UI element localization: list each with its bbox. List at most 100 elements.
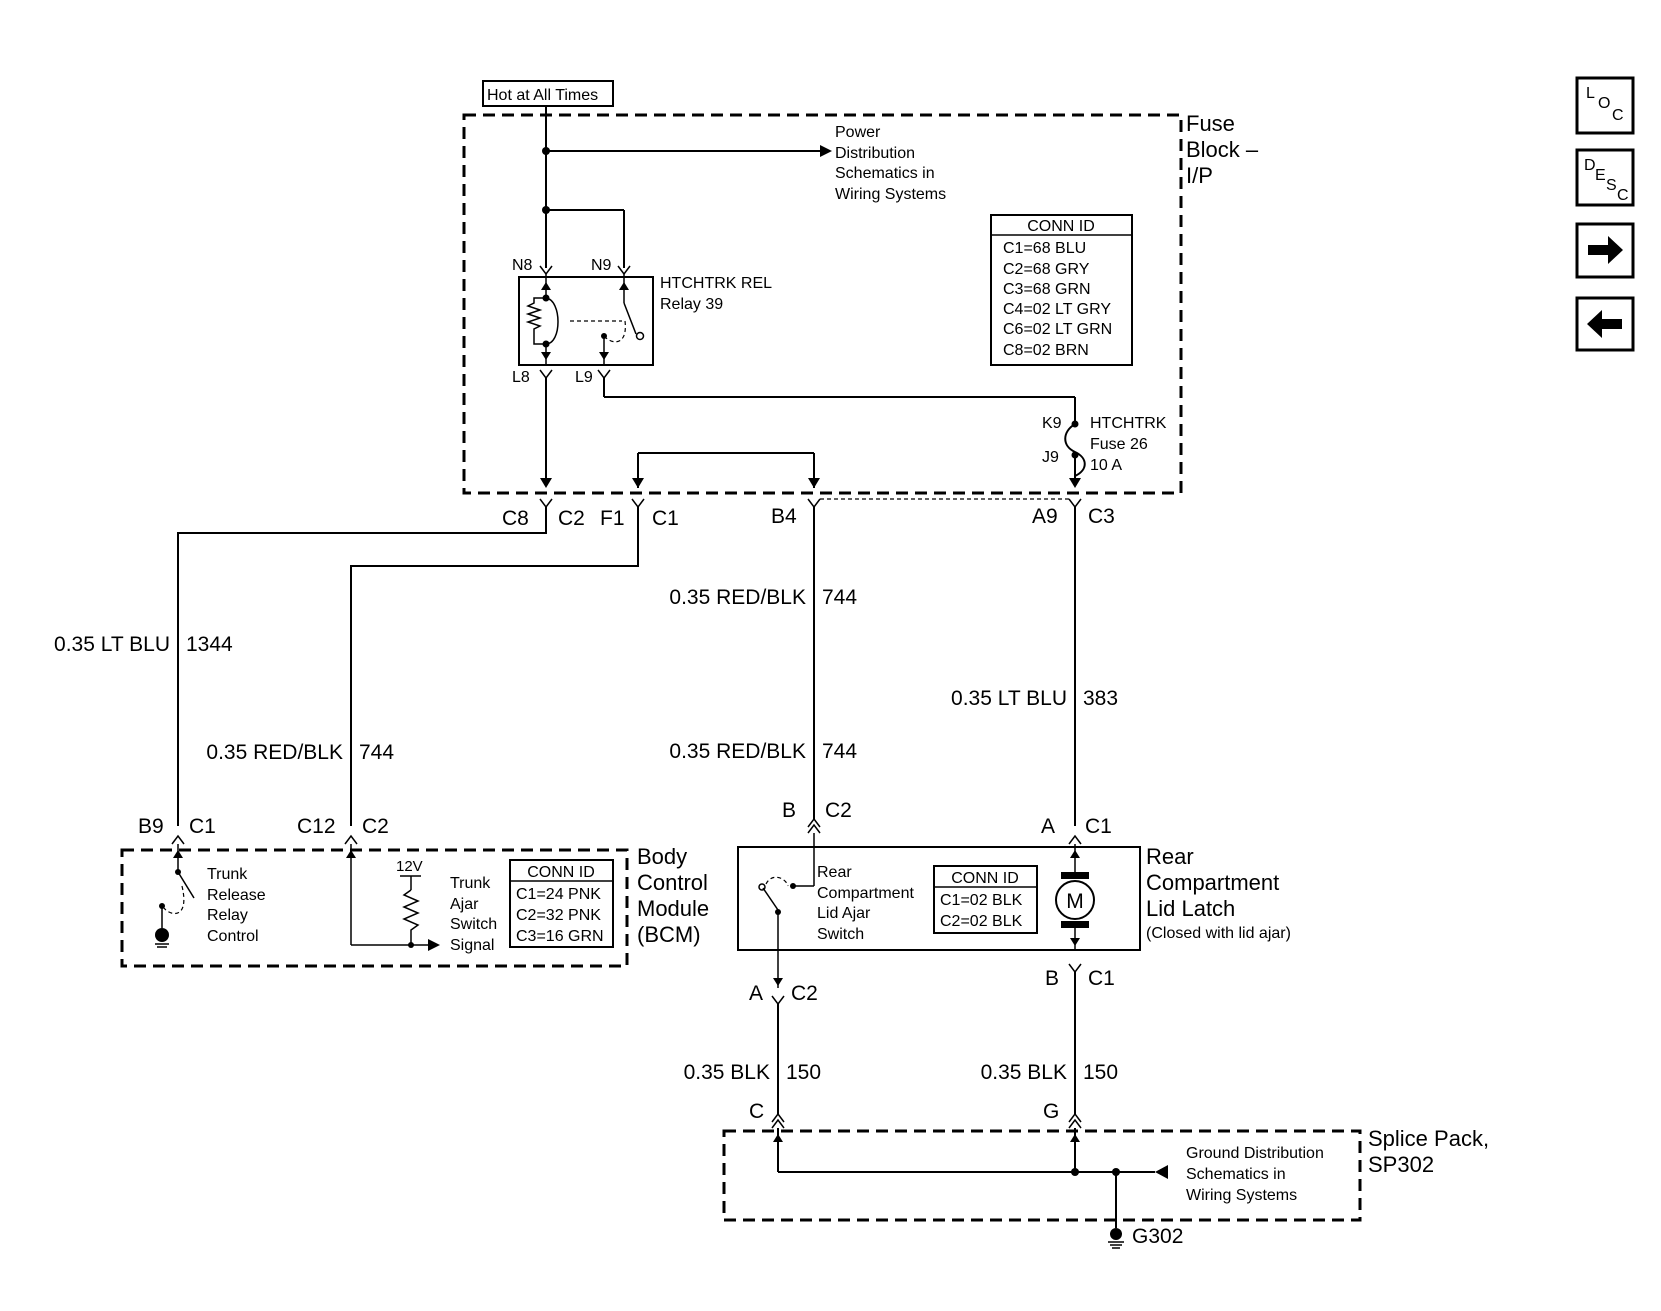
svg-text:0.35 RED/BLK: 0.35 RED/BLK (206, 741, 343, 764)
svg-text:Lid Ajar: Lid Ajar (817, 905, 871, 922)
wire-383: 0.35 LT BLU 383 (951, 507, 1118, 826)
relay-number: Relay 39 (660, 296, 723, 313)
svg-text:Splice Pack,: Splice Pack, (1368, 1126, 1489, 1151)
svg-text:C2=32 PNK: C2=32 PNK (516, 907, 601, 924)
arrow-left-icon (1155, 1165, 1168, 1179)
ground-distribution-ref: Ground Distribution Schematics in Wiring… (1186, 1145, 1324, 1204)
conn-c3: C3 (1088, 505, 1115, 528)
latch-conn-c1-bottom: C1 (1088, 967, 1115, 990)
svg-text:Lid Latch: Lid Latch (1146, 896, 1235, 921)
svg-text:C: C (1612, 107, 1624, 124)
svg-text:Schematics in: Schematics in (835, 165, 935, 182)
svg-text:Switch: Switch (817, 926, 864, 943)
svg-text:Module: Module (637, 896, 709, 921)
svg-text:0.35 LT BLU: 0.35 LT BLU (54, 633, 170, 656)
desc-icon: D (1584, 157, 1596, 174)
svg-text:E: E (1595, 167, 1606, 184)
ground-g302-icon (1110, 1228, 1122, 1240)
svg-text:744: 744 (822, 586, 857, 609)
svg-text:Signal: Signal (450, 937, 494, 954)
svg-text:C2=02 BLK: C2=02 BLK (940, 913, 1023, 930)
latch-conn-id-table: CONN ID C1=02 BLK C2=02 BLK (933, 865, 1038, 934)
svg-text:CONN ID: CONN ID (951, 870, 1019, 887)
relay-switch-icon (623, 302, 637, 335)
arrow-right-icon (1588, 236, 1623, 264)
splice-pin-c: C (749, 1100, 764, 1123)
pin-b4: B4 (771, 505, 797, 528)
loc-button[interactable]: L O C (1575, 76, 1635, 135)
pullup-resistor-icon (402, 889, 420, 945)
svg-text:Rear: Rear (817, 864, 852, 881)
svg-text:C6=02 LT GRN: C6=02 LT GRN (1003, 321, 1112, 338)
wire-744-latch: 0.35 RED/BLK 744 0.35 RED/BLK 744 (669, 507, 857, 820)
bcm-pin-b9: B9 (138, 815, 164, 838)
svg-text:Body: Body (637, 844, 687, 869)
splice-pack-sp302: C G Splice Pack, SP302 Ground Distributi… (722, 1100, 1489, 1249)
next-button[interactable] (1575, 222, 1635, 279)
loc-icon: L (1586, 85, 1595, 102)
fuse-block-connectors: C8 C2 F1 C1 B4 A9 C3 (502, 498, 1115, 530)
bcm-conn-c2: C2 (362, 815, 389, 838)
svg-text:Relay: Relay (207, 907, 248, 924)
splice-pin-g: G (1043, 1100, 1059, 1123)
pin-l9: L9 (575, 369, 593, 386)
svg-text:Compartment: Compartment (1146, 870, 1279, 895)
pin-n8: N8 (512, 257, 533, 274)
relay-name: HTCHTRK REL (660, 275, 772, 292)
svg-text:C1=24 PNK: C1=24 PNK (516, 886, 601, 903)
back-button[interactable] (1575, 296, 1635, 352)
svg-text:150: 150 (786, 1061, 821, 1084)
svg-text:Control: Control (637, 870, 708, 895)
relay-coil-icon (525, 297, 546, 345)
ground-g302-label: G302 (1132, 1225, 1183, 1248)
latch-conn-c2: C2 (825, 799, 852, 822)
motor-icon (1055, 880, 1095, 920)
svg-text:C4=02 LT GRY: C4=02 LT GRY (1003, 301, 1111, 318)
wire-744-bcm: 0.35 RED/BLK 744 (206, 507, 639, 826)
svg-text:Switch: Switch (450, 916, 497, 933)
latch-pin-b: B (782, 799, 796, 822)
latch-conn-c1: C1 (1085, 815, 1112, 838)
svg-text:Ground Distribution: Ground Distribution (1186, 1145, 1324, 1162)
pin-n9: N9 (591, 257, 612, 274)
svg-text:M: M (1066, 890, 1084, 913)
svg-text:0.35 RED/BLK: 0.35 RED/BLK (669, 740, 806, 763)
svg-text:Power: Power (835, 124, 881, 141)
svg-text:0.35 LT BLU: 0.35 LT BLU (951, 687, 1067, 710)
pin-l8: L8 (512, 369, 530, 386)
bcm-pin-c12: C12 (297, 815, 336, 838)
svg-text:0.35 BLK: 0.35 BLK (684, 1061, 770, 1084)
arrow-right-icon (820, 145, 832, 157)
conn-c1: C1 (652, 507, 679, 530)
svg-text:Distribution: Distribution (835, 145, 915, 162)
lid-ajar-switch-icon (762, 887, 779, 911)
conn-c2: C2 (558, 507, 585, 530)
svg-text:383: 383 (1083, 687, 1118, 710)
svg-text:C1=02 BLK: C1=02 BLK (940, 892, 1023, 909)
svg-text:C: C (1617, 187, 1629, 204)
desc-button[interactable]: D E S C (1575, 148, 1635, 207)
fuse-name: HTCHTRK (1090, 415, 1167, 432)
wire-150-switch: 0.35 BLK 150 (684, 1004, 821, 1115)
pin-c8: C8 (502, 507, 529, 530)
bcm-boundary (120, 848, 629, 968)
svg-text:C2=68 GRY: C2=68 GRY (1003, 261, 1090, 278)
fuse-block-ip: Fuse Block – I/P Power Distribution Sche… (462, 106, 1259, 495)
htchtrk-relay (518, 274, 654, 366)
pin-a9: A9 (1032, 505, 1058, 528)
fuse-block-title-2: Block – (1186, 137, 1259, 162)
hot-at-all-times-label: Hot at All Times (482, 80, 614, 107)
relay-control-switch-icon (177, 871, 195, 899)
svg-text:C3=16 GRN: C3=16 GRN (516, 928, 604, 945)
voltage-12v: 12V (396, 858, 423, 875)
svg-text:Wiring Systems: Wiring Systems (1186, 1187, 1297, 1204)
svg-text:C1=68 BLU: C1=68 BLU (1003, 240, 1086, 257)
svg-text:0.35 RED/BLK: 0.35 RED/BLK (669, 586, 806, 609)
svg-text:150: 150 (1083, 1061, 1118, 1084)
svg-text:1344: 1344 (186, 633, 233, 656)
wire-1344: 0.35 LT BLU 1344 (54, 507, 547, 826)
svg-text:Rear: Rear (1146, 844, 1194, 869)
power-distribution-ref: Power Distribution Schematics in Wiring … (835, 124, 946, 203)
latch-pin-a: A (1041, 815, 1055, 838)
